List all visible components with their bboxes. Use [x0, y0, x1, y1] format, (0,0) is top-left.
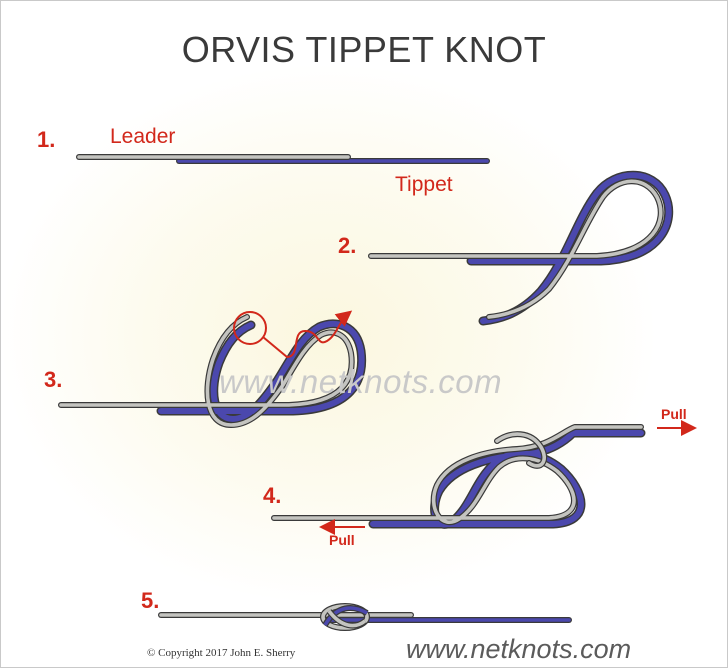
step-5-drawing: [158, 603, 572, 631]
pull-right-label: Pull: [661, 406, 687, 422]
step-2-number: 2.: [338, 233, 357, 258]
step-2-drawing: [368, 170, 674, 326]
diagram-title: ORVIS TIPPET KNOT: [181, 29, 547, 70]
step-3-number: 3.: [44, 367, 63, 392]
step-5-number: 5.: [141, 588, 160, 613]
step-4-number: 4.: [263, 483, 282, 508]
step-1-drawing: [76, 154, 490, 164]
tippet-label: Tippet: [395, 173, 453, 196]
tag-end-highlight-circle: [233, 311, 267, 345]
pull-left-label: Pull: [329, 532, 355, 548]
step-3-drawing: [58, 310, 367, 428]
step-1-number: 1.: [37, 127, 56, 152]
copyright-notice: © Copyright 2017 John E. Sherry: [147, 647, 296, 659]
footer-site-link[interactable]: www.netknots.com: [406, 634, 632, 664]
watermark: www.netknots.com: [219, 363, 503, 400]
step-4-drawing: [271, 420, 697, 535]
leader-label: Leader: [110, 125, 176, 148]
tag-end-path-arrow: [262, 310, 353, 359]
finished-knot: [320, 603, 370, 631]
